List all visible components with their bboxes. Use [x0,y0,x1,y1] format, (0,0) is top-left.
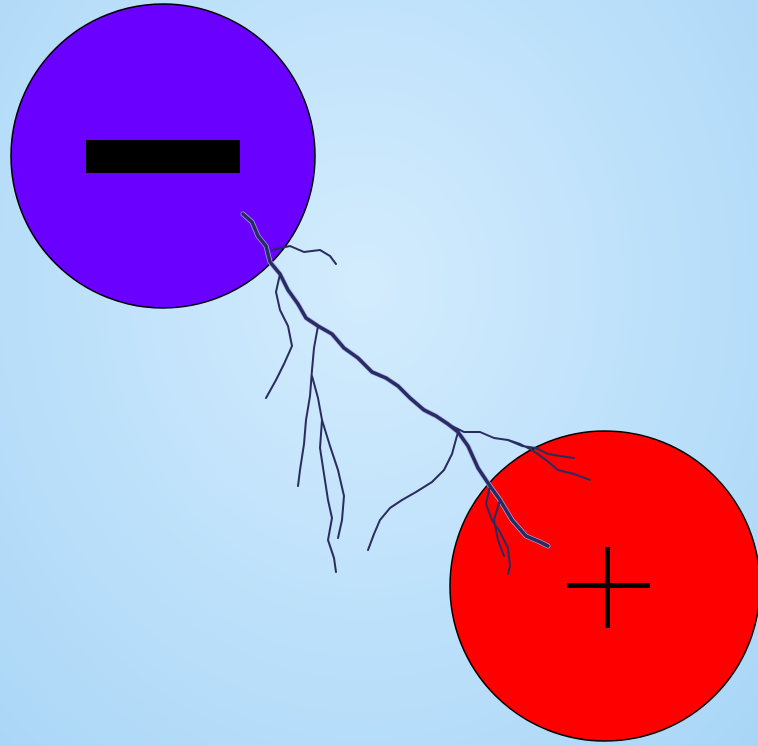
minus-sign [86,140,240,173]
positive-charge [450,431,758,741]
